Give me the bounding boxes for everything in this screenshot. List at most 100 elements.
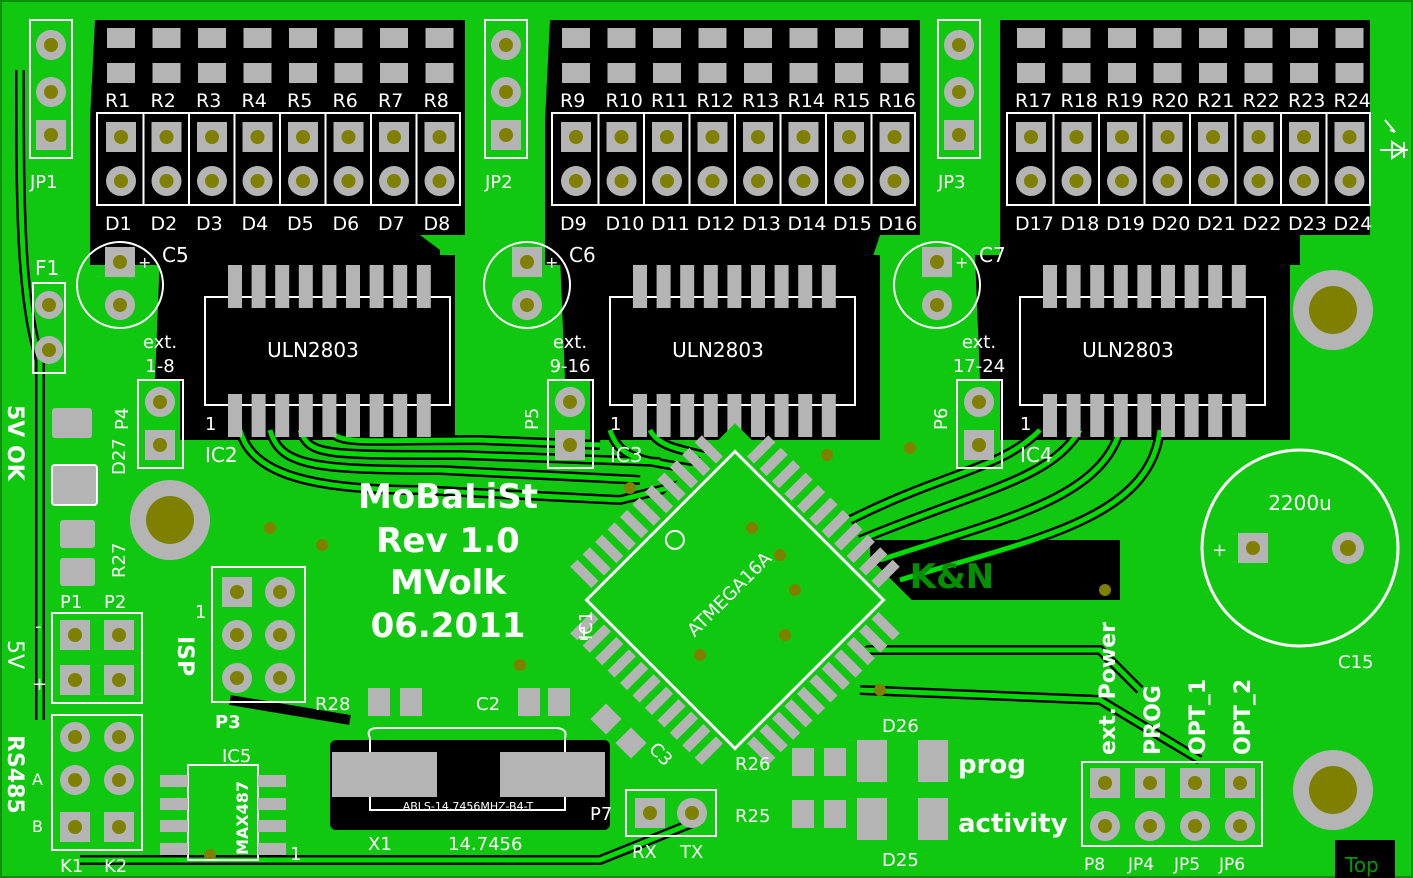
driver-pin — [1161, 265, 1175, 308]
driver-ref: IC3 — [610, 443, 643, 467]
driver-pin — [1090, 394, 1105, 437]
led-label: D23 — [1288, 213, 1327, 235]
resistor-pad — [289, 28, 317, 48]
r25-label: R25 — [735, 806, 770, 827]
led-hole — [296, 130, 310, 144]
c15-value: 2200u — [1268, 491, 1332, 515]
resistor-pad — [1335, 63, 1364, 83]
led-label: D19 — [1106, 213, 1145, 235]
led-hole — [842, 130, 856, 144]
driver-pin — [774, 394, 789, 437]
resistor-pad — [289, 63, 317, 83]
cap-hole — [520, 255, 534, 269]
resistor-pad — [243, 28, 272, 48]
jumper-hole — [44, 128, 58, 142]
led-hole — [114, 174, 128, 188]
resistor-pad — [698, 28, 727, 48]
cap-hole — [930, 298, 944, 312]
resistor-pad — [1108, 28, 1136, 48]
driver-pin — [1113, 265, 1128, 308]
resistor-pad — [152, 63, 181, 83]
led-hole — [751, 174, 765, 188]
resistor-label: R2 — [151, 90, 176, 112]
led-hole — [705, 130, 720, 144]
mcu-pin — [682, 447, 711, 476]
resistor-pad — [789, 63, 818, 83]
mcu-pin — [821, 661, 850, 691]
p7-label: P7 — [590, 804, 612, 825]
resistor-label: R6 — [333, 90, 358, 112]
port-hole — [153, 395, 167, 409]
crystal-freq: 14.7456 — [448, 834, 522, 855]
resistor-pad — [698, 63, 727, 83]
driver-pin — [369, 394, 384, 437]
resistor-pad — [1290, 63, 1318, 83]
port-hole — [153, 438, 167, 452]
mcu-pin — [632, 497, 661, 526]
led-hole — [341, 130, 356, 144]
driver-pin — [727, 265, 742, 308]
led-label: D18 — [1061, 213, 1100, 235]
mcu-pin — [682, 724, 711, 753]
isp-label: ISP — [172, 636, 197, 676]
mcu-pin — [834, 649, 863, 678]
driver-pin — [298, 394, 313, 437]
r27-label: R27 — [109, 543, 130, 578]
cap-hole — [113, 298, 127, 312]
led-hole — [432, 130, 447, 144]
jumper-hole — [44, 38, 58, 52]
led-hole — [887, 130, 902, 144]
driver-pin — [656, 265, 671, 308]
led-label: D6 — [333, 213, 360, 235]
resistor-label: R12 — [697, 90, 734, 112]
cap-plus: + — [138, 253, 151, 272]
mcu-pin — [846, 636, 875, 666]
mcu-pin — [644, 686, 674, 715]
resistor-pad — [562, 28, 590, 48]
x1-label: X1 — [368, 834, 392, 855]
cap-plus: + — [955, 253, 968, 272]
driver-pin — [228, 265, 242, 308]
led-hole — [569, 130, 583, 144]
mcu-pin — [759, 724, 788, 753]
ext-range: 17-24 — [953, 356, 1005, 377]
led-hole — [1206, 130, 1220, 144]
title-line3: MVolk — [390, 563, 507, 603]
led-hole — [341, 174, 356, 188]
driver-pin1: 1 — [205, 414, 216, 435]
driver-pin — [680, 394, 695, 437]
title-line4: 06.2011 — [371, 606, 526, 646]
driver-pin — [322, 394, 337, 437]
resistor-pad — [744, 28, 772, 48]
driver-pin — [1113, 394, 1128, 437]
led-label: D8 — [424, 213, 451, 235]
resistor-pad — [152, 28, 181, 48]
mcu-pin — [669, 460, 699, 489]
mcu-pin — [859, 624, 888, 653]
resistor-pad — [1199, 28, 1227, 48]
driver-pin — [275, 394, 290, 437]
resistor-pad — [107, 28, 135, 48]
mcu-pin — [771, 460, 801, 489]
mcu-pin — [747, 435, 776, 464]
title-line2: Rev 1.0 — [376, 521, 519, 561]
led-hole — [296, 174, 310, 188]
led-hole — [1024, 130, 1038, 144]
rs485-b-label: B — [32, 817, 43, 836]
driver-pin1: 1 — [610, 414, 621, 435]
driver-pin — [751, 394, 765, 437]
driver-pin — [1043, 265, 1057, 308]
c15-plus: + — [1212, 540, 1227, 561]
cap-outline — [893, 241, 981, 329]
driver-pin — [322, 265, 337, 308]
mcu-pin — [595, 534, 624, 564]
isp-pin1: 1 — [195, 602, 206, 623]
resistor-pad — [1244, 28, 1273, 48]
k2-label: K2 — [104, 856, 127, 877]
resistor-label: R23 — [1288, 90, 1325, 112]
driver-pin — [680, 265, 695, 308]
p1-label: P1 — [60, 592, 82, 613]
led-hole — [796, 174, 811, 188]
led-hole — [250, 174, 265, 188]
ext-label: ext. — [143, 332, 177, 353]
